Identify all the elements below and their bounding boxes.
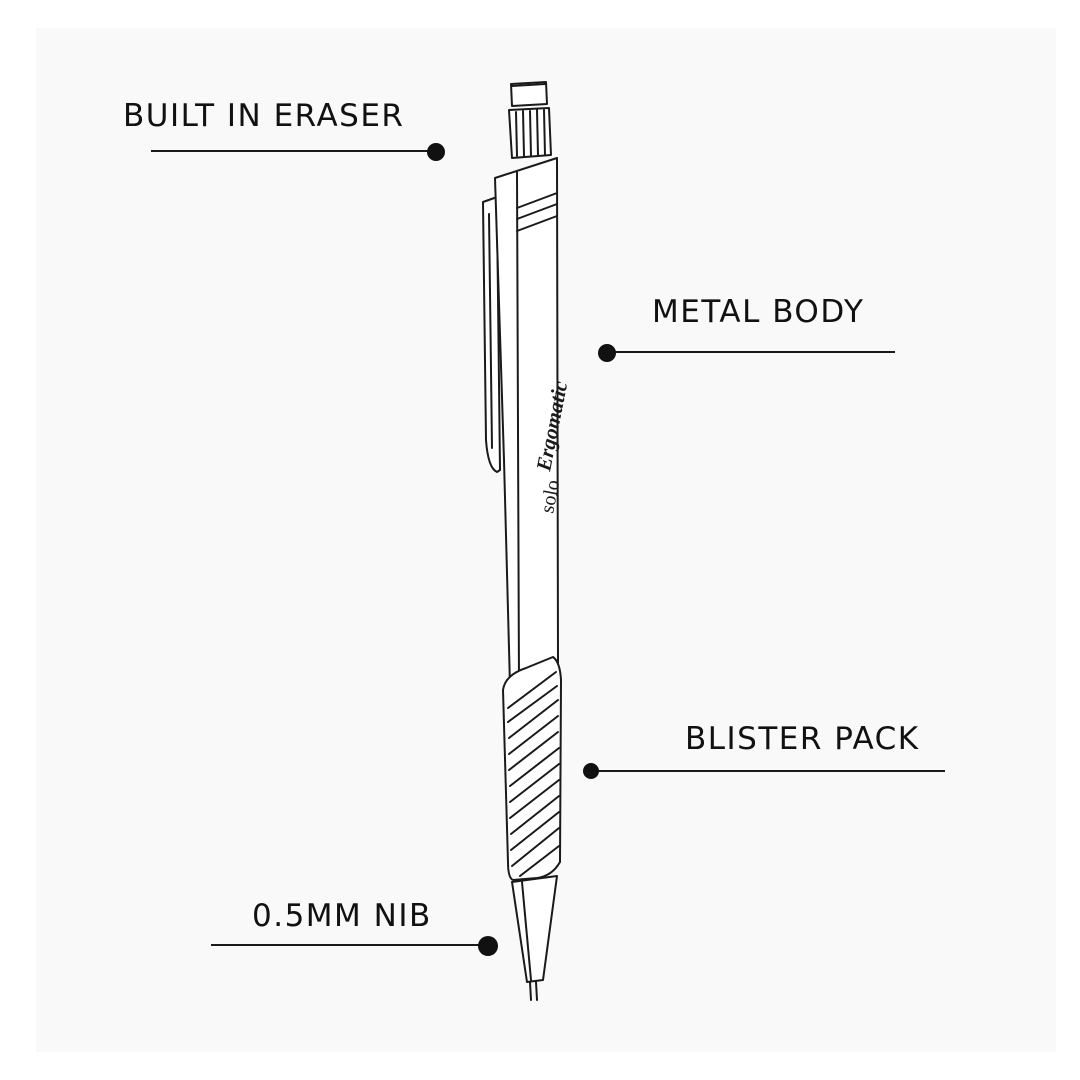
nib-callout-dot	[478, 936, 498, 956]
pencil-barrel	[494, 157, 559, 687]
rubber-grip	[502, 656, 562, 881]
blister-callout-dot	[583, 763, 599, 779]
eraser-callout-dot	[427, 143, 445, 161]
nib-cone	[511, 875, 558, 1001]
pocket-clip	[482, 195, 508, 473]
metal-callout-dot	[598, 344, 616, 362]
callout-label-eraser: BUILT IN ERASER	[123, 98, 405, 134]
callout-label-blister-pack: BLISTER PACK	[685, 721, 920, 757]
callout-label-metal-body: METAL BODY	[652, 294, 865, 330]
eraser-cap	[508, 81, 552, 159]
callout-label-nib: 0.5MM NIB	[252, 898, 432, 934]
